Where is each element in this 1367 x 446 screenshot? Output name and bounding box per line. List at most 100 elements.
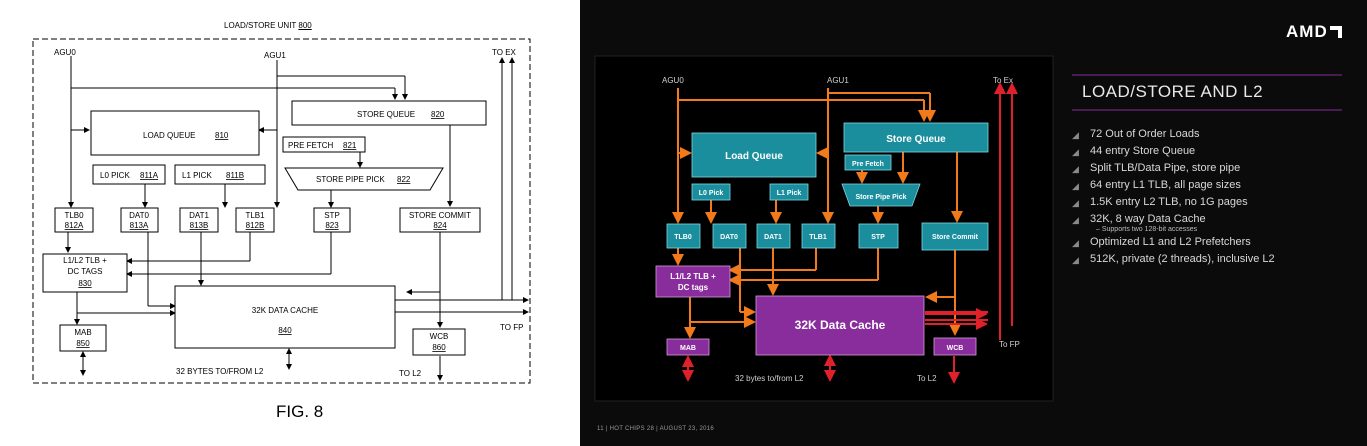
- bullet-triangle-icon: ◢: [1072, 181, 1079, 191]
- bullet-triangle-icon: ◢: [1072, 147, 1079, 157]
- store-commit-label: Store Commit: [932, 234, 979, 241]
- store-queue-label: Store Queue: [886, 134, 946, 145]
- mab-ref: 850: [76, 339, 90, 348]
- mab-box: [59, 324, 107, 352]
- store-pipe-pick-box: [841, 183, 921, 207]
- wcb-label: WCB: [947, 345, 964, 352]
- l1l2-label-2: DC TAGS: [68, 267, 103, 276]
- data-cache-ref: 840: [278, 326, 292, 335]
- agu1-label: AGU1: [264, 51, 286, 60]
- prefetch-box: [282, 136, 366, 153]
- mab-label: MAB: [680, 345, 696, 352]
- store-pipe-pick-label: Store Pipe Pick: [856, 194, 907, 201]
- slide-diagram: AGU0 AGU1 To Ex To FP To L2 32 bytes to/…: [594, 55, 1342, 402]
- bullet-triangle-icon: ◢: [1072, 198, 1079, 208]
- load-queue-ref: 810: [215, 131, 229, 140]
- unit-boundary: [32, 38, 531, 384]
- bullet-item: ◢64 entry L1 TLB, all page sizes: [1072, 177, 1362, 194]
- tlb1-box: [801, 223, 836, 249]
- bullet-item: ◢512K, private (2 threads), inclusive L2: [1072, 251, 1362, 268]
- bullet-triangle-icon: ◢: [1072, 130, 1079, 140]
- bullet-triangle-icon: ◢: [1072, 238, 1079, 248]
- stp-label: STP: [871, 234, 885, 241]
- l1l2-label-2: DC tags: [678, 283, 709, 292]
- prefetch-label: PRE FETCH: [288, 141, 334, 150]
- store-pipe-pick-box: [284, 167, 444, 191]
- patent-diagram: AGU0 AGU1 TO EX TO FP TO L2 32 BYTES TO/…: [32, 38, 531, 384]
- bullet-item: ◢32K, 8 way Data Cache– Supports two 128…: [1072, 211, 1362, 234]
- to-ex-label: TO EX: [492, 48, 517, 57]
- store-queue-label: STORE QUEUE: [357, 110, 415, 119]
- l1-pick-label: L1 Pick: [777, 190, 802, 197]
- bullet-triangle-icon: ◢: [1072, 215, 1079, 225]
- l1-pick-box: [174, 164, 266, 185]
- data-cache-box: [755, 295, 925, 356]
- load-store-unit-title: LOAD/STORE UNIT 800: [224, 21, 312, 30]
- dat0-ref: 813A: [130, 221, 149, 230]
- wcb-box: [412, 328, 466, 356]
- store-queue-box: [843, 122, 989, 153]
- bullet-item: ◢1.5K entry L2 TLB, no 1G pages: [1072, 194, 1362, 211]
- bullet-triangle-icon: ◢: [1072, 164, 1079, 174]
- prefetch-label: Pre Fetch: [852, 161, 884, 168]
- l1l2-label-1: L1/L2 TLB +: [63, 256, 107, 265]
- dat1-box: [756, 223, 791, 249]
- data-cache-label: 32K Data Cache: [795, 318, 886, 332]
- figure-label: FIG. 8: [276, 402, 324, 421]
- prefetch-box: [844, 154, 892, 171]
- store-commit-label: STORE COMMIT: [409, 211, 471, 220]
- dat1-ref: 813B: [190, 221, 209, 230]
- store-queue-box: [291, 100, 487, 126]
- to-l2-label: To L2: [917, 374, 937, 383]
- dat0-label: DAT0: [720, 234, 738, 241]
- bullet-triangle-icon: ◢: [1072, 255, 1079, 265]
- wcb-box: [933, 337, 977, 356]
- tlb0-label: TLB0: [64, 211, 84, 220]
- stp-box: [858, 223, 899, 249]
- stp-ref: 823: [325, 221, 339, 230]
- tlb1-ref: 812B: [246, 221, 265, 230]
- mab-box: [666, 338, 710, 356]
- bullet-subitem: – Supports two 128-bit accesses: [1096, 226, 1198, 233]
- tlb1-label: TLB1: [245, 211, 265, 220]
- l0-pick-box: [92, 164, 166, 185]
- store-queue-ref: 820: [431, 110, 445, 119]
- load-queue-label: LOAD QUEUE: [143, 131, 195, 140]
- stp-box: [313, 207, 351, 233]
- l1l2-tlb-box: [42, 253, 128, 293]
- bytes-label: 32 BYTES TO/FROM L2: [176, 367, 264, 376]
- tlb1-box: [235, 207, 275, 233]
- dat0-box: [712, 223, 747, 249]
- l1l2-tlb-box: [655, 265, 731, 298]
- l0-pick-label: L0 PICK: [100, 171, 130, 180]
- bullet-item: ◢Split TLB/Data Pipe, store pipe: [1072, 160, 1362, 177]
- tlb0-label: TLB0: [674, 234, 692, 241]
- bullet-item: ◢44 entry Store Queue: [1072, 143, 1362, 160]
- l1-pick-ref: 811B: [226, 171, 244, 180]
- to-ex-label: To Ex: [993, 76, 1013, 85]
- tlb1-label: TLB1: [809, 234, 827, 241]
- l1-pick-box: [769, 183, 809, 201]
- agu0-label: AGU0: [54, 48, 76, 57]
- dat0-label: DAT0: [129, 211, 149, 220]
- l1l2-label-1: L1/L2 TLB +: [670, 272, 716, 281]
- wcb-ref: 860: [432, 343, 446, 352]
- prefetch-ref: 821: [343, 141, 357, 150]
- dat1-label: DAT1: [189, 211, 209, 220]
- wcb-label: WCB: [430, 332, 449, 341]
- l0-pick-ref: 811A: [140, 171, 159, 180]
- dat0-box: [120, 207, 159, 233]
- tlb0-ref: 812A: [65, 221, 84, 230]
- dat1-label: DAT1: [764, 234, 782, 241]
- amd-logo: AMD: [1286, 22, 1342, 42]
- slide-footer: 11 | HOT CHIPS 28 | AUGUST 23, 2016: [597, 426, 714, 432]
- l1-pick-label: L1 PICK: [182, 171, 212, 180]
- stp-label: STP: [324, 211, 340, 220]
- store-commit-box: [921, 222, 989, 251]
- bullet-item: ◢Optimized L1 and L2 Prefetchers: [1072, 234, 1362, 251]
- agu1-label: AGU1: [827, 76, 849, 85]
- data-cache-label: 32K DATA CACHE: [252, 306, 318, 315]
- bullet-list: ◢72 Out of Order Loads ◢44 entry Store Q…: [1072, 126, 1362, 268]
- tlb0-box: [666, 223, 701, 249]
- to-fp-label: To FP: [999, 340, 1020, 349]
